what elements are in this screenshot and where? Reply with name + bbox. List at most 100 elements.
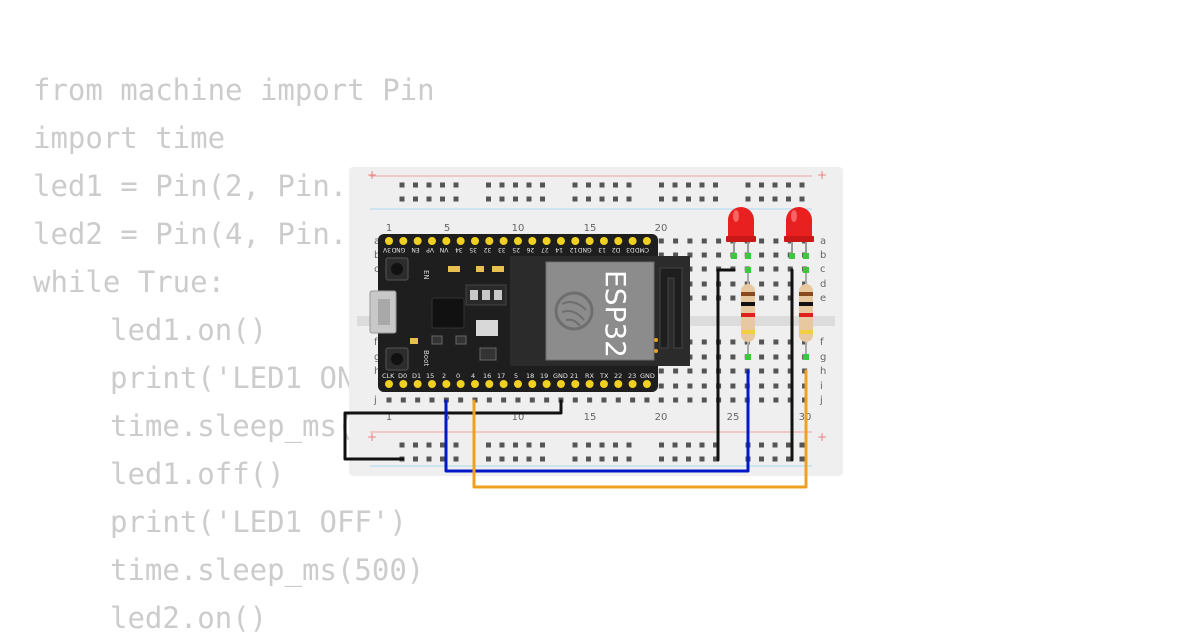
pcb-antenna-icon xyxy=(659,267,683,349)
rail-hole xyxy=(586,196,591,202)
header-pin xyxy=(571,380,580,388)
breadboard-hole xyxy=(673,252,679,258)
rail-hole xyxy=(426,442,432,448)
breadboard-hole xyxy=(658,368,664,374)
breadboard-hole xyxy=(673,383,679,389)
breadboard-hole xyxy=(644,397,650,403)
rail-hole xyxy=(453,196,459,202)
rail-hole xyxy=(713,456,718,462)
breadboard-hole xyxy=(730,354,736,360)
rail-hole xyxy=(626,456,632,462)
breadboard-hole xyxy=(630,397,636,403)
breadboard-hole xyxy=(687,368,693,374)
rail-hole xyxy=(745,196,751,202)
module-pad xyxy=(654,338,658,342)
rail-hole xyxy=(799,442,805,448)
col-label-top: 15 xyxy=(584,223,597,234)
breadboard-hole xyxy=(773,368,779,374)
row-label: g xyxy=(820,352,826,363)
smd-pad xyxy=(482,290,490,300)
breadboard-hole xyxy=(658,383,664,389)
header-pin xyxy=(385,237,393,245)
header-pin xyxy=(513,237,522,245)
header-pin xyxy=(442,237,451,245)
header-pin xyxy=(528,380,537,388)
rail-hole xyxy=(540,442,545,448)
rail-hole xyxy=(540,182,545,188)
breadboard-hole xyxy=(701,281,707,287)
rail-hole xyxy=(426,196,432,202)
breadboard-hole xyxy=(529,397,535,403)
rail-hole xyxy=(626,196,632,202)
header-pin xyxy=(456,237,465,245)
led-dome xyxy=(728,207,754,240)
breadboard-hole xyxy=(787,368,793,374)
breadboard-hole xyxy=(730,281,736,287)
pin-label: RX xyxy=(585,372,595,380)
smd-component xyxy=(410,338,418,344)
breadboard-hole xyxy=(544,397,550,403)
rail-hole xyxy=(399,196,405,202)
top-right-plus-label: + xyxy=(817,168,827,182)
rail-hole xyxy=(526,442,532,448)
rail-hole xyxy=(453,442,459,448)
breadboard-hole xyxy=(701,339,707,345)
rail-hole xyxy=(499,442,505,448)
breadboard-hole xyxy=(773,281,779,287)
rail-hole xyxy=(426,182,432,188)
breadboard-hole xyxy=(400,397,406,403)
pin-label: D1 xyxy=(412,372,421,380)
wires xyxy=(343,268,808,489)
header-pin xyxy=(385,380,393,388)
breadboard-hole xyxy=(759,238,765,244)
resistor-band-black xyxy=(799,302,813,306)
breadboard-hole xyxy=(802,339,808,345)
pin-label: 14 xyxy=(555,246,563,253)
rail-hole xyxy=(440,442,445,448)
breadboard-hole xyxy=(787,295,793,301)
rail-hole xyxy=(772,182,778,188)
regulator xyxy=(476,320,498,336)
rail-hole xyxy=(499,182,505,188)
header-pin xyxy=(399,237,408,245)
col-label-top: 1 xyxy=(386,223,392,234)
pin-label: 35 xyxy=(469,246,477,253)
pin-label: 19 xyxy=(540,372,548,380)
code-line: led1 = Pin(2, Pin.OUT) xyxy=(33,169,418,203)
breadboard-hole xyxy=(615,397,621,403)
row-label-left: g xyxy=(374,352,380,363)
rail-hole xyxy=(745,182,751,188)
espressif-logo-swirl xyxy=(561,301,587,327)
pin-label: 15 xyxy=(426,372,434,380)
breadboard-hole xyxy=(759,295,765,301)
led-dome xyxy=(786,207,812,240)
header-pin xyxy=(499,237,508,245)
header-pin xyxy=(427,237,436,245)
row-label: f xyxy=(820,337,824,348)
pin-label: 4 xyxy=(471,372,475,380)
breadboard-hole xyxy=(486,397,492,403)
col-label-top: 10 xyxy=(512,223,525,234)
code-line: led1.off() xyxy=(110,457,285,491)
header-pin xyxy=(628,237,637,245)
resistor-band-brown xyxy=(741,292,755,296)
led-highlight xyxy=(733,210,739,222)
connected-hole xyxy=(803,267,809,273)
rail-hole xyxy=(786,196,791,202)
rail-hole xyxy=(713,442,718,448)
header-pin xyxy=(413,237,422,245)
resistor-band-black xyxy=(741,302,755,306)
header-pin xyxy=(470,237,479,245)
header-pin xyxy=(542,237,551,245)
rail-hole xyxy=(659,196,664,202)
header-pin xyxy=(642,380,651,388)
header-pin xyxy=(556,380,565,388)
row-label: a xyxy=(820,236,826,247)
smd-component xyxy=(492,266,504,272)
breadboard-hole xyxy=(787,339,793,345)
rail-hole xyxy=(672,456,678,462)
en-label: EN xyxy=(422,270,430,280)
col-label-top: 20 xyxy=(655,223,668,234)
rail-hole xyxy=(572,196,578,202)
pin-label: TX xyxy=(599,372,609,380)
